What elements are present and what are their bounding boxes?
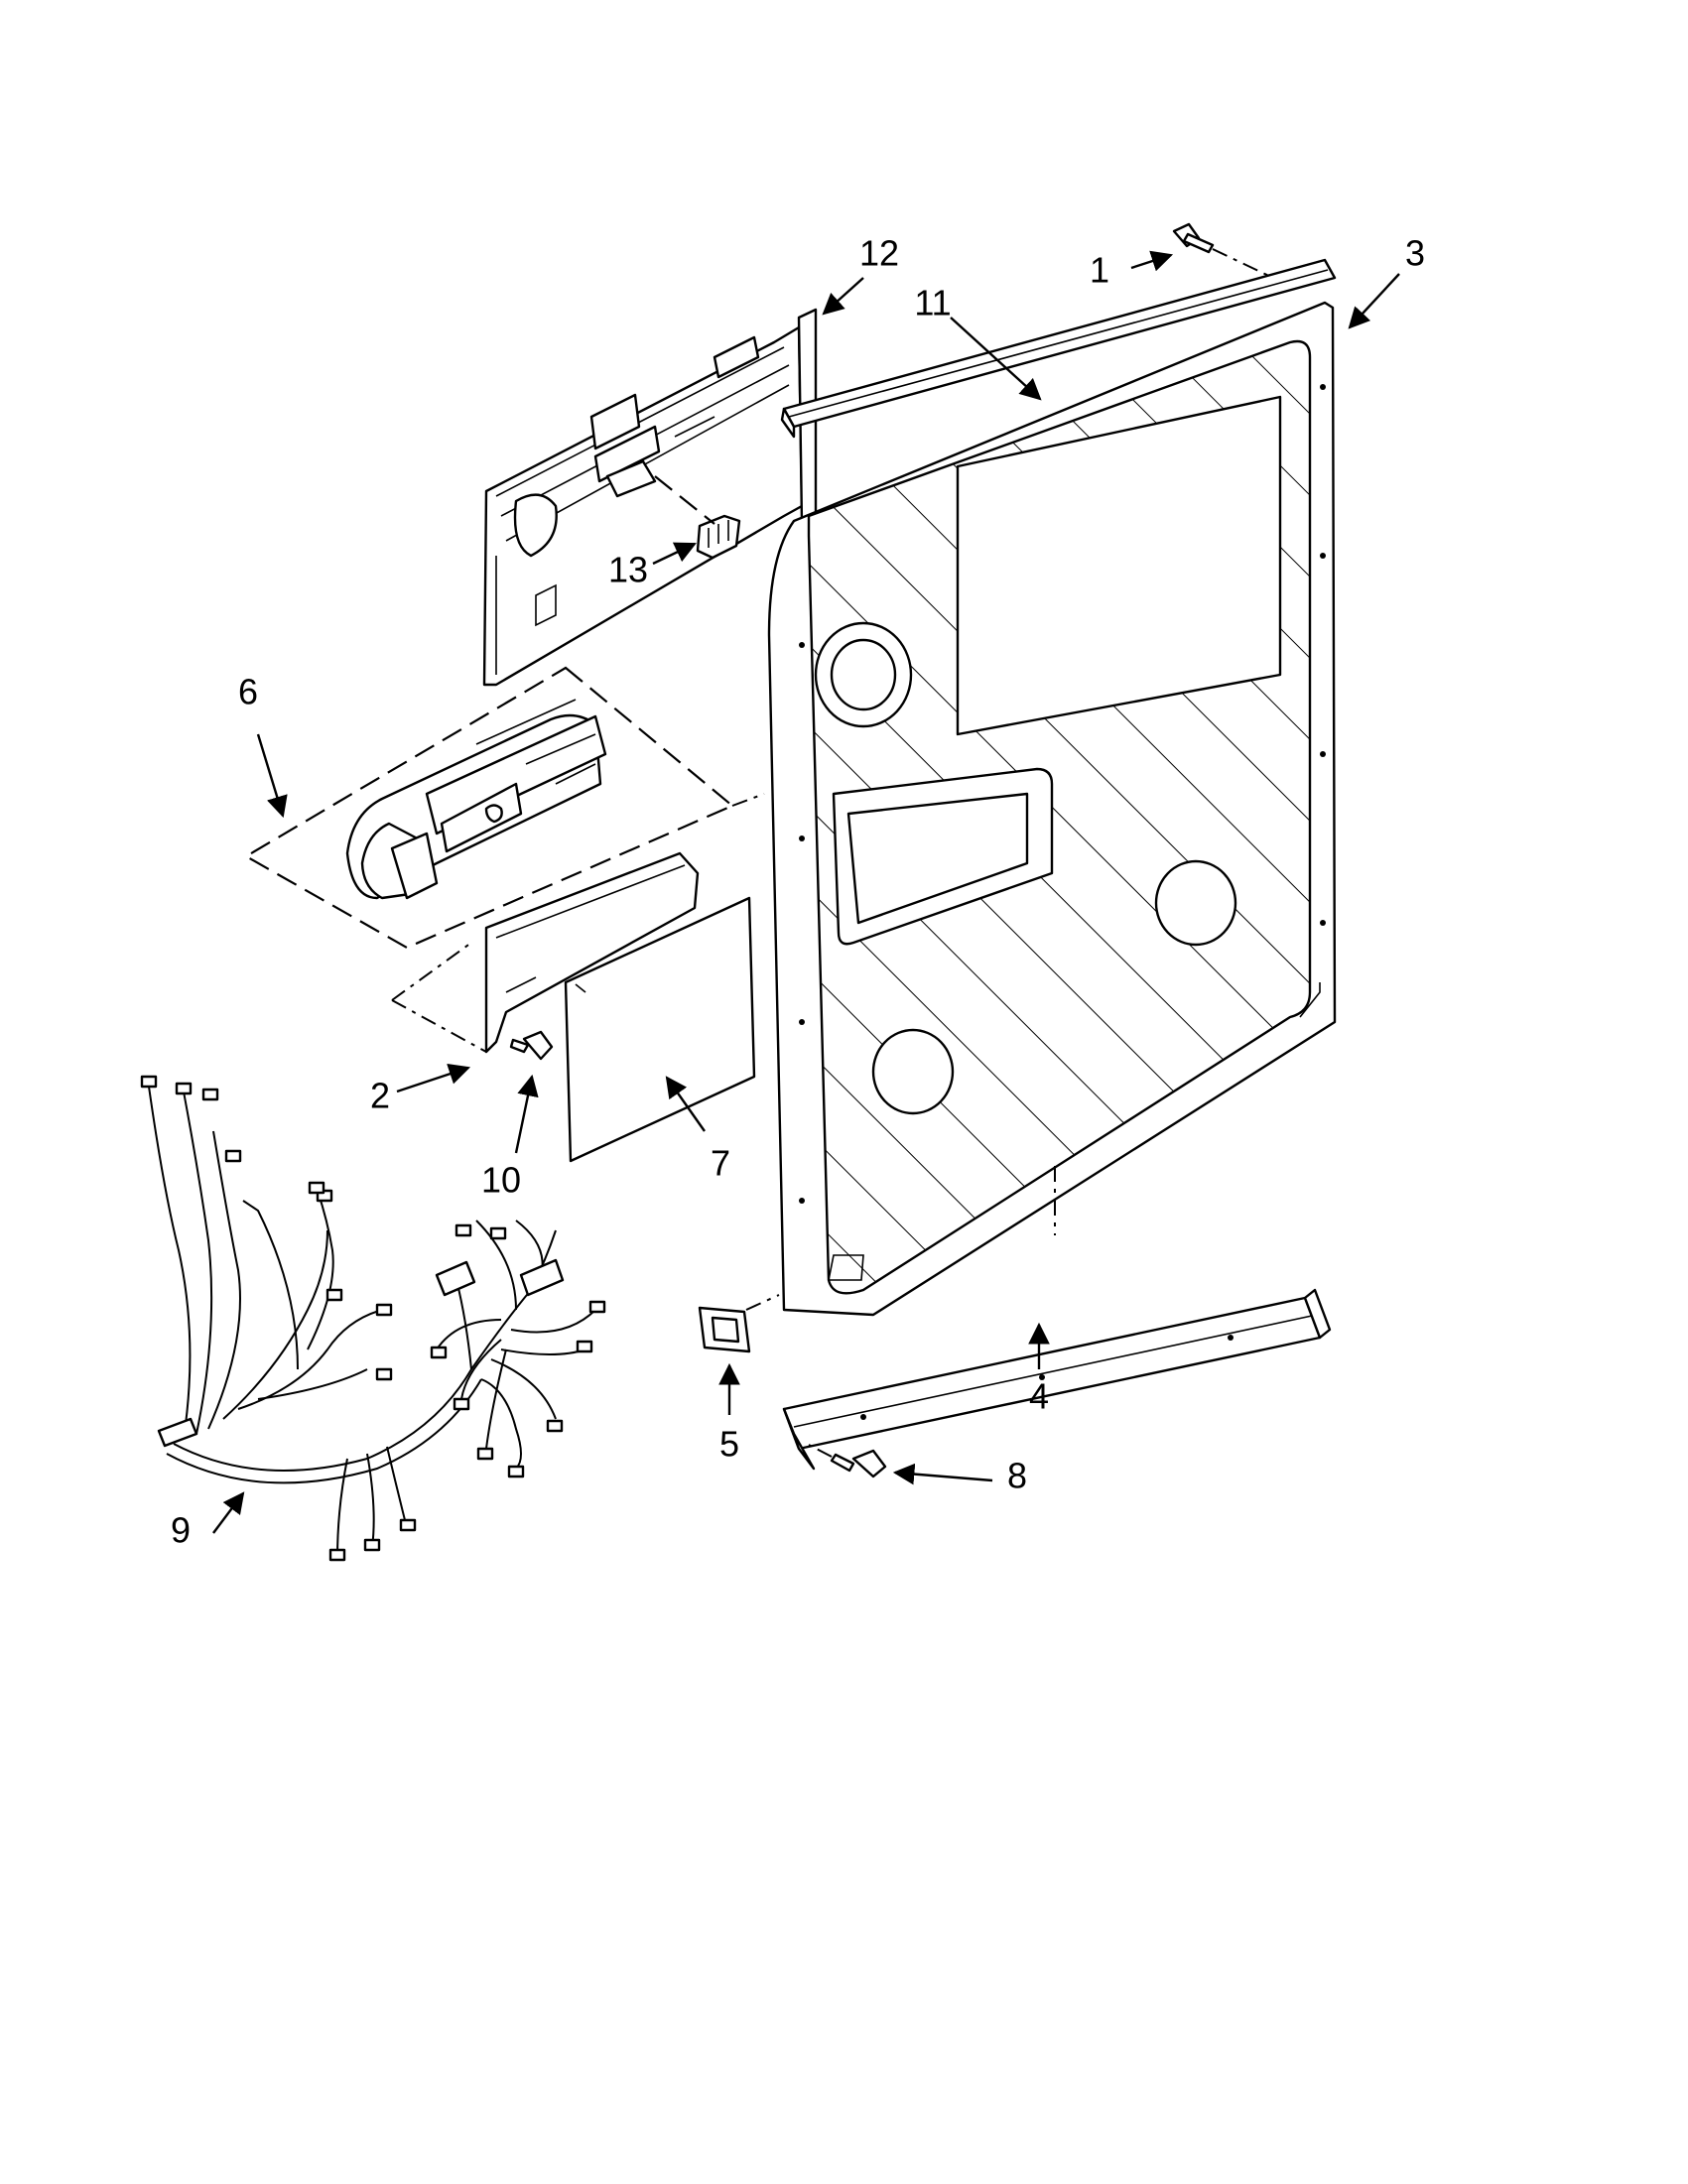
- callout-13: 13: [608, 550, 648, 590]
- leader-1: [1130, 250, 1174, 272]
- callout-4: 4: [1029, 1376, 1049, 1417]
- leader-6: [256, 733, 288, 819]
- part-9-wire-harness: [140, 1075, 606, 1562]
- part-2-bracket: [391, 851, 700, 1054]
- part-7-sheet: [564, 896, 756, 1163]
- leader-9: [212, 1491, 245, 1534]
- part-5-latch: [698, 1294, 780, 1353]
- part-4-bottom-trim: [782, 1288, 1332, 1471]
- leader-13: [652, 542, 697, 566]
- leader-12: [822, 277, 864, 316]
- callout-12: 12: [859, 233, 899, 274]
- leader-3: [1348, 273, 1400, 329]
- part-10-screw: [509, 1030, 554, 1061]
- part-8-screw: [808, 1444, 887, 1478]
- part-13-clip: [654, 475, 741, 560]
- callout-9: 9: [171, 1510, 191, 1551]
- part-11-top-trim: [780, 258, 1337, 439]
- part-12-bracket: [482, 308, 818, 687]
- callout-labels: 1 2 3 4 5 6 7 8 9 10 11 12 13: [171, 233, 1425, 1551]
- callout-10: 10: [481, 1160, 521, 1201]
- leader-2: [396, 1063, 471, 1093]
- callout-5: 5: [719, 1424, 739, 1465]
- callout-7: 7: [711, 1143, 730, 1184]
- leader-8: [892, 1463, 993, 1485]
- leader-11: [950, 317, 1042, 401]
- part-3-inner-door: [767, 301, 1337, 1317]
- leader-7: [665, 1076, 706, 1132]
- callout-1: 1: [1090, 250, 1109, 291]
- part-6-dispenser: [243, 666, 765, 950]
- part-1-screw: [1172, 222, 1274, 279]
- callout-3: 3: [1405, 233, 1425, 274]
- callout-8: 8: [1007, 1456, 1027, 1496]
- leader-10: [514, 1074, 539, 1154]
- callout-11: 11: [914, 283, 951, 323]
- callout-6: 6: [238, 672, 258, 712]
- callout-2: 2: [370, 1076, 390, 1116]
- leader-lines: [212, 250, 1400, 1534]
